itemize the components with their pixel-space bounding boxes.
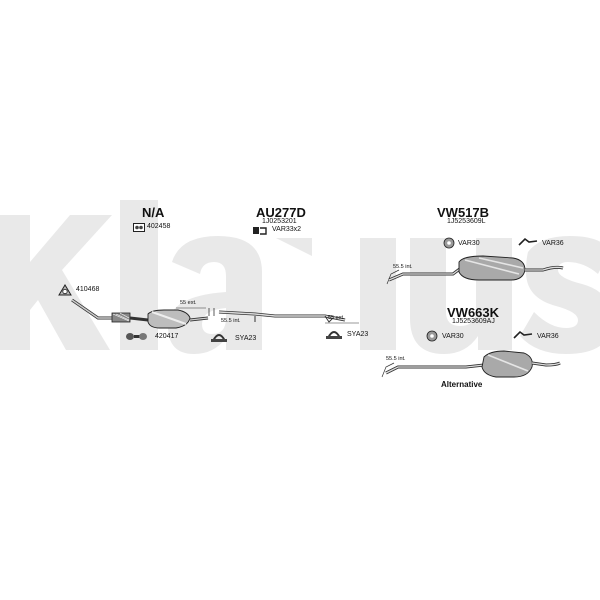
rubber-rear-2-label: VAR30 <box>442 333 464 340</box>
center-front-dimension: 55 ext. <box>180 300 197 306</box>
rubber-mount-icon <box>443 237 455 249</box>
mounting-kit-icon <box>253 227 267 235</box>
rear-silencer <box>386 255 564 285</box>
hanger-rear-1-label: VAR36 <box>542 240 564 247</box>
center-part-number: 1J0253201 <box>262 218 297 225</box>
front-group-code: N/A <box>142 205 165 220</box>
alternative-silencer <box>381 350 561 378</box>
gasket-front-label: 410468 <box>76 286 100 293</box>
rubber-mount-icon <box>426 330 438 342</box>
front-pipe-catalyst <box>71 298 209 329</box>
clamp-center-right-label: SYA23 <box>347 331 369 338</box>
clamp-center-left-label: SYA23 <box>235 335 257 342</box>
rear-inlet-dimension: 55.5 int. <box>393 264 413 270</box>
clamp-front-label: 420417 <box>155 333 179 340</box>
clamp-sya23-icon <box>211 334 227 342</box>
hanger-icon <box>513 330 533 339</box>
rear-group-code: VW517B <box>437 205 490 220</box>
alternative-part-number: 1J5253609AJ <box>452 318 495 325</box>
center-rear-dimension-b: 55 ext. <box>328 315 345 321</box>
clamp-icon <box>126 333 147 340</box>
center-rear-dimension-a: 55.5 int. <box>221 318 241 324</box>
clamp-box-icon <box>133 223 145 232</box>
alternative-inlet-dimension: 55.5 int. <box>386 356 406 362</box>
rear-part-number: 1J5253609L <box>447 218 486 225</box>
front-part-number: 402458 <box>147 223 171 230</box>
dimension-line <box>176 307 206 309</box>
clamp-sya23-icon <box>326 331 342 339</box>
alternative-caption: Alternative <box>441 380 483 389</box>
rubber-rear-1-label: VAR30 <box>458 240 480 247</box>
hanger-icon <box>518 237 538 246</box>
alternative-group-code: VW663K <box>447 305 500 320</box>
center-group-code: AU277D <box>256 205 306 220</box>
center-kit-label: VAR33x2 <box>272 226 302 233</box>
center-pipe <box>208 308 346 323</box>
gasket-icon <box>58 284 72 296</box>
dimension-line <box>325 322 359 324</box>
hanger-rear-2-label: VAR36 <box>537 333 559 340</box>
